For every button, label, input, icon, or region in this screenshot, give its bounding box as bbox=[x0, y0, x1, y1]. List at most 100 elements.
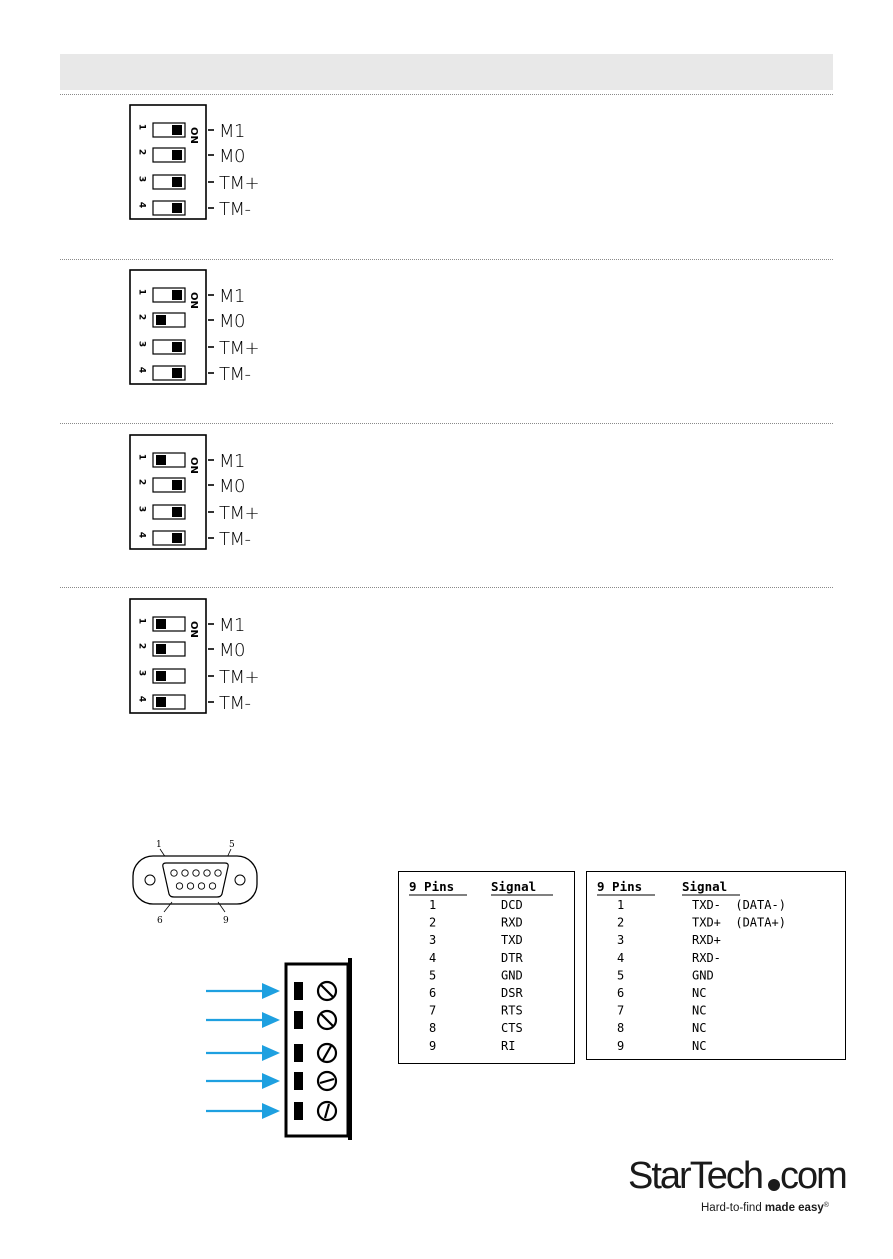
pin-table-signal: NC bbox=[692, 986, 706, 1000]
pin-table-pin-number: 7 bbox=[617, 1004, 624, 1018]
pin-table-pin-number: 7 bbox=[429, 1004, 436, 1018]
dip-on-label: ON bbox=[188, 127, 199, 144]
terminal-pin bbox=[294, 1044, 303, 1062]
dip-switch-number: 1 bbox=[137, 124, 147, 130]
terminal-pin bbox=[294, 982, 303, 1000]
dip-signal-label: TM- bbox=[219, 693, 251, 714]
dip-on-label: ON bbox=[188, 621, 199, 638]
dip-signal-label: M1 bbox=[219, 451, 245, 472]
pin-table-signal: NC bbox=[692, 1004, 706, 1018]
dip-signal-label: M1 bbox=[219, 121, 245, 142]
dip-switch-knob bbox=[172, 290, 182, 300]
dip-switch-knob bbox=[172, 480, 182, 490]
logo-brand-end: com bbox=[780, 1155, 846, 1197]
dip-switch-number: 4 bbox=[137, 532, 147, 538]
pin-table-signal: NC bbox=[692, 1021, 706, 1035]
dip-switch-number: 1 bbox=[137, 454, 147, 460]
pin-table-signal: TXD bbox=[501, 933, 523, 947]
pin-table-pin-number: 3 bbox=[617, 933, 624, 947]
pin-table-pin-number: 9 bbox=[617, 1039, 624, 1053]
db9-pin-label-9: 9 bbox=[223, 916, 229, 926]
dip-switch-knob bbox=[172, 203, 182, 213]
dip-switch-knob bbox=[172, 177, 182, 187]
dip-switch-knob bbox=[156, 671, 166, 681]
pin-table-pin-number: 8 bbox=[617, 1021, 624, 1035]
dip-switch-number: 2 bbox=[137, 479, 147, 485]
db9-pin-label-1: 1 bbox=[156, 840, 162, 850]
terminal-block-diagram bbox=[200, 958, 360, 1140]
pin-table-signal: CTS bbox=[501, 1021, 523, 1035]
pin-table-signal: RTS bbox=[501, 1004, 523, 1018]
dip-switch-number: 2 bbox=[137, 643, 147, 649]
svg-text:Hard-to-find made easy®: Hard-to-find made easy® bbox=[701, 1201, 830, 1214]
dip-switch-number: 3 bbox=[137, 176, 147, 182]
pin-table-header: 9 Pins bbox=[597, 879, 642, 894]
pin-table-pin-number: 5 bbox=[429, 968, 436, 982]
dip-signal-label: M1 bbox=[219, 286, 245, 307]
pin-table-signal: TXD- (DATA-) bbox=[692, 898, 786, 912]
dip-signal-label: M1 bbox=[219, 615, 245, 636]
pin-table-pin-number: 1 bbox=[617, 898, 624, 912]
pin-table-pin-number: 2 bbox=[617, 916, 624, 930]
dip-signal-label: TM+ bbox=[219, 338, 259, 359]
pin-table-pin-number: 5 bbox=[617, 968, 624, 982]
logo-brand-start: StarTech bbox=[628, 1155, 762, 1197]
dip-switch-number: 2 bbox=[137, 149, 147, 155]
dip-signal-label: M0 bbox=[219, 640, 245, 661]
pin-table-pin-number: 9 bbox=[429, 1039, 436, 1053]
pin-table-signal: GND bbox=[501, 968, 523, 982]
dip-switch-knob bbox=[156, 619, 166, 629]
terminal-arrow-head bbox=[262, 1012, 280, 1028]
terminal-arrow-head bbox=[262, 1103, 280, 1119]
pin-table-pin-number: 2 bbox=[429, 916, 436, 930]
pin-table-signal: DCD bbox=[501, 898, 523, 912]
pin-table-signal: NC bbox=[692, 1039, 706, 1053]
terminal-pin bbox=[294, 1072, 303, 1090]
dip-switch-knob bbox=[156, 644, 166, 654]
dip-switch-number: 3 bbox=[137, 341, 147, 347]
dip-switch-knob bbox=[172, 507, 182, 517]
pin-table-header: Signal bbox=[682, 879, 727, 894]
logo-dot bbox=[768, 1179, 780, 1191]
terminal-arrow-head bbox=[262, 983, 280, 999]
pin-table-pin-number: 6 bbox=[429, 986, 436, 1000]
pin-table-signal: TXD+ (DATA+) bbox=[692, 916, 786, 930]
logo-tagline-bold: made easy bbox=[765, 1202, 824, 1214]
db9-connector-diagram: 1 5 6 9 bbox=[130, 836, 260, 926]
divider bbox=[60, 259, 833, 260]
terminal-arrow-head bbox=[262, 1073, 280, 1089]
pin-table-pin-number: 4 bbox=[617, 951, 624, 965]
dip-switch-knob bbox=[172, 150, 182, 160]
divider bbox=[60, 587, 833, 588]
dip-signal-label: M0 bbox=[219, 476, 245, 497]
logo-tagline-start: Hard-to-find bbox=[701, 1202, 765, 1214]
dip-signal-label: TM- bbox=[219, 529, 251, 550]
terminal-arrow-head bbox=[262, 1045, 280, 1061]
db9-pin-label-5: 5 bbox=[229, 840, 235, 850]
pin-table-pin-number: 1 bbox=[429, 898, 436, 912]
terminal-pin bbox=[294, 1102, 303, 1120]
divider bbox=[60, 423, 833, 424]
dip-switch-number: 2 bbox=[137, 314, 147, 320]
dip-signal-label: TM+ bbox=[219, 503, 259, 524]
pin-table-signal: GND bbox=[692, 968, 714, 982]
dip-switch-knob bbox=[156, 455, 166, 465]
dip-on-label: ON bbox=[188, 292, 199, 309]
dip-switch-number: 4 bbox=[137, 696, 147, 702]
dip-signal-label: TM- bbox=[219, 199, 251, 220]
pin-table-signal: DSR bbox=[501, 986, 523, 1000]
dip-on-label: ON bbox=[188, 457, 199, 474]
pin-table-pin-number: 4 bbox=[429, 951, 436, 965]
pin-table-signal: RI bbox=[501, 1039, 515, 1053]
header-bar bbox=[60, 54, 833, 90]
pin-table-signal: RXD- bbox=[692, 951, 721, 965]
pin-table-header: Signal bbox=[491, 879, 536, 894]
dip-switch-number: 4 bbox=[137, 202, 147, 208]
dip-signal-label: M0 bbox=[219, 146, 245, 167]
pin-table-pin-number: 8 bbox=[429, 1021, 436, 1035]
